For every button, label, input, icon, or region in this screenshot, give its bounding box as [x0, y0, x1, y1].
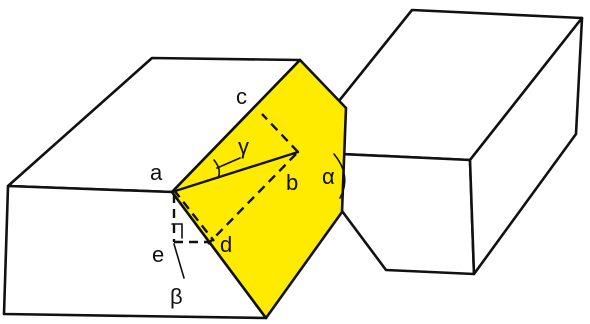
right-angle-marker	[171, 223, 183, 239]
dashed-line-b-c	[261, 113, 299, 153]
label-c: c	[236, 84, 247, 109]
label-e: e	[152, 242, 164, 267]
line-a-b	[170, 150, 300, 194]
label-gamma: γ	[238, 134, 249, 159]
gamma-arc	[213, 159, 221, 179]
beta-leader-line	[173, 243, 185, 279]
label-d: d	[220, 232, 232, 257]
label-b: b	[286, 170, 298, 195]
fault-plane	[170, 58, 348, 320]
label-alpha: α	[322, 164, 335, 189]
right-block-side-face	[468, 16, 584, 276]
label-beta: β	[170, 284, 183, 309]
dashed-line-b-d	[207, 153, 297, 245]
dashed-line-a-d	[173, 189, 215, 242]
alpha-arc	[333, 153, 346, 199]
gamma-leader-line	[216, 157, 241, 169]
label-a: a	[150, 160, 163, 185]
